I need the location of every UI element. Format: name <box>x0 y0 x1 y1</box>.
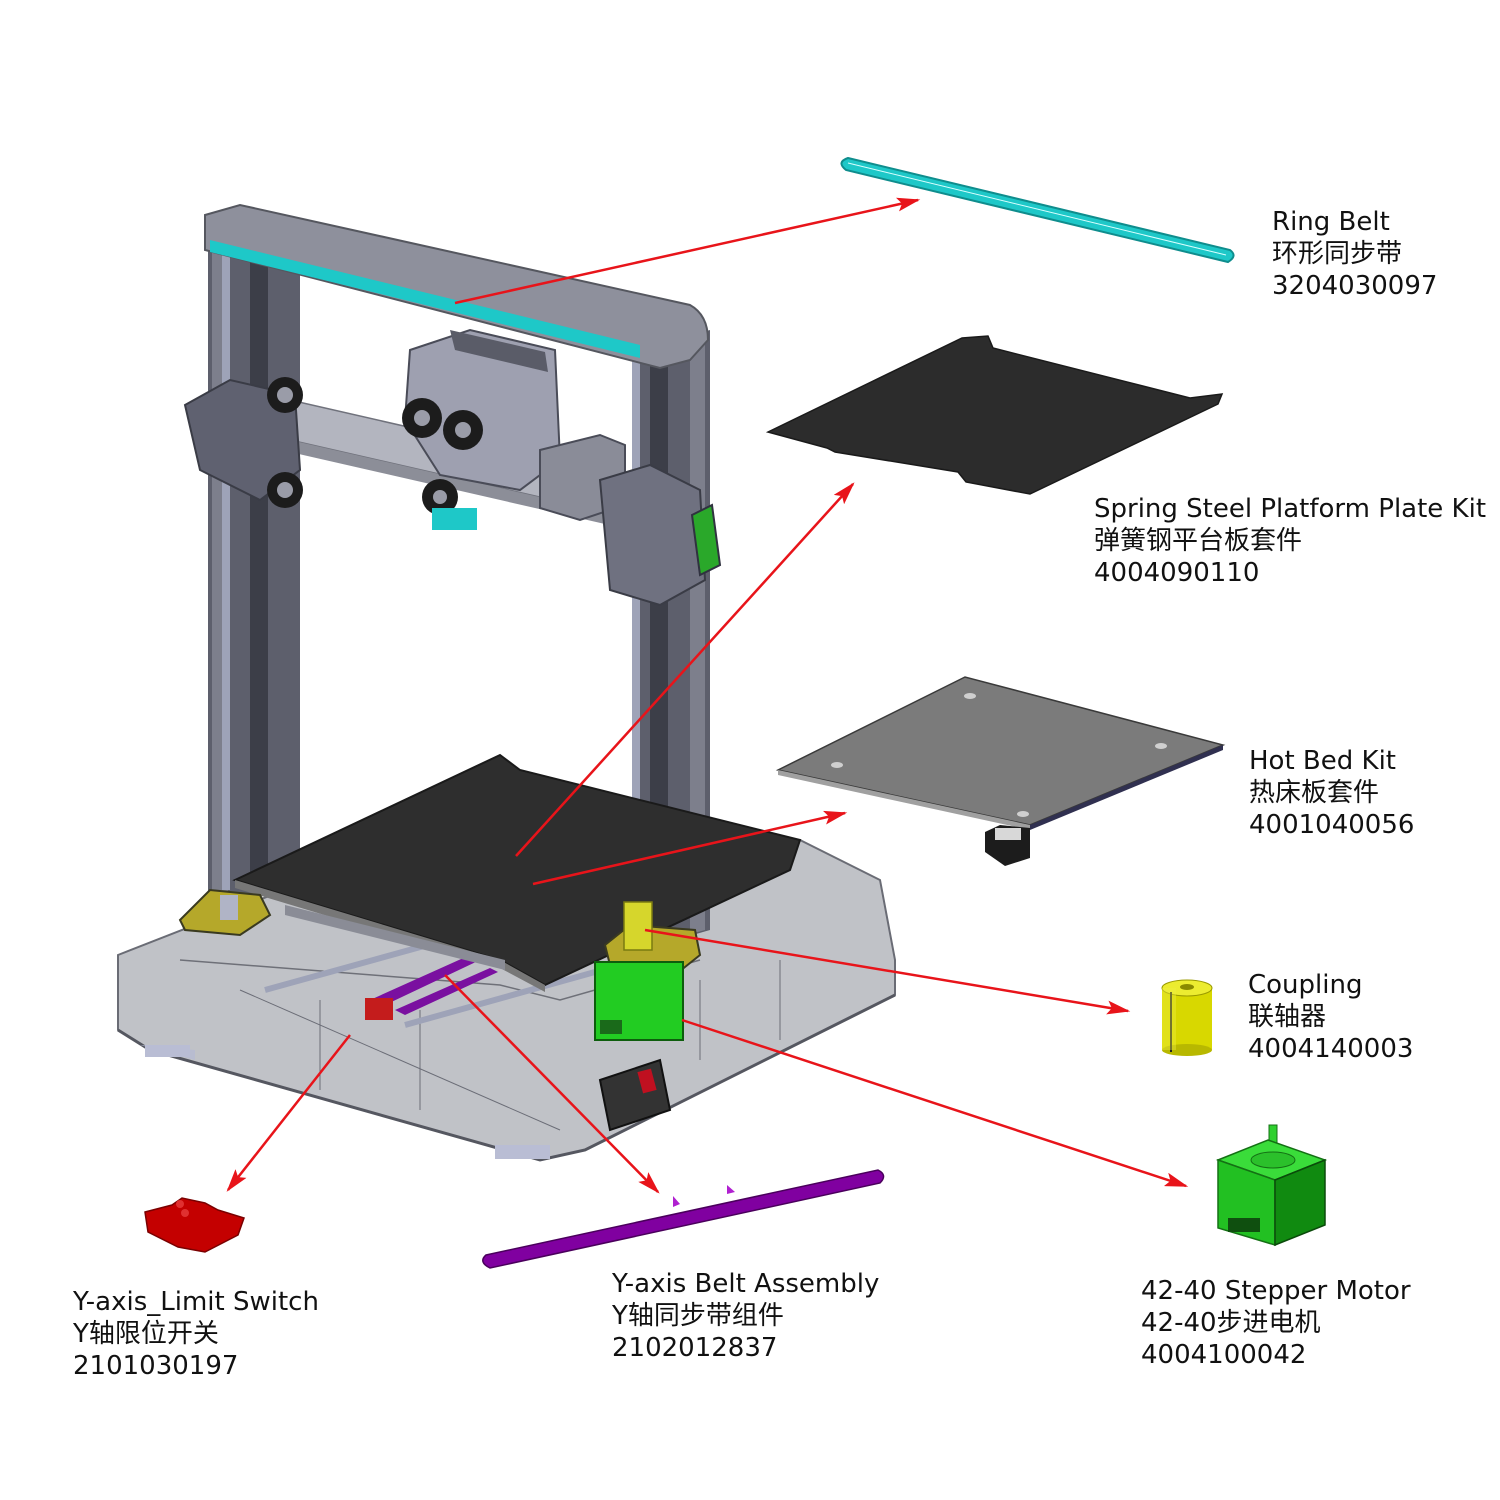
arrow-spring-steel <box>515 482 855 857</box>
part-name-zh: Y轴限位开关 <box>73 1319 219 1349</box>
part-number: 3204030097 <box>1272 271 1438 301</box>
part-number: 4001040056 <box>1249 810 1415 840</box>
printer-assembly <box>117 203 896 1162</box>
part-name-en: Y-axis Belt Assembly <box>612 1269 880 1299</box>
part-name-en: 42-40 Stepper Motor <box>1141 1276 1411 1306</box>
y-belt-part <box>482 1169 885 1269</box>
label-y-belt: Y-axis Belt Assembly Y轴同步带组件 2102012837 <box>612 1268 879 1364</box>
part-name-zh: 联轴器 <box>1248 1002 1327 1032</box>
part-name-en: Hot Bed Kit <box>1249 746 1396 776</box>
part-name-zh: 42-40步进电机 <box>1141 1308 1321 1338</box>
arrow-stepper <box>681 1018 1189 1188</box>
part-name-zh: Y轴同步带组件 <box>612 1301 784 1331</box>
label-spring-steel-plate: Spring Steel Platform Plate Kit 弹簧钢平台板套件… <box>1094 493 1486 589</box>
label-hot-bed: Hot Bed Kit 热床板套件 4001040056 <box>1249 745 1414 841</box>
part-name-zh: 环形同步带 <box>1272 239 1403 269</box>
arrow-limit-switch <box>226 1034 351 1192</box>
label-y-limit-switch: Y-axis_Limit Switch Y轴限位开关 2101030197 <box>73 1286 319 1382</box>
x-gantry <box>183 328 722 607</box>
part-number: 4004140003 <box>1248 1034 1414 1064</box>
ring-belt-part <box>840 156 1235 264</box>
part-number: 4004100042 <box>1141 1340 1307 1370</box>
label-stepper-motor: 42-40 Stepper Motor 42-40步进电机 4004100042 <box>1141 1275 1411 1371</box>
z-motor-mounts <box>178 888 702 1041</box>
coupling-part <box>1161 979 1213 1056</box>
part-name-en: Spring Steel Platform Plate Kit <box>1094 494 1487 524</box>
part-name-en: Coupling <box>1248 970 1363 1000</box>
part-name-en: Ring Belt <box>1272 207 1390 237</box>
power-socket <box>598 1058 672 1132</box>
hot-bed-part <box>775 676 1226 866</box>
arrow-y-belt <box>444 974 660 1194</box>
part-number: 2102012837 <box>612 1333 778 1363</box>
spring-steel-plate-part <box>765 335 1224 495</box>
part-name-zh: 热床板套件 <box>1249 778 1380 808</box>
arrow-ring-belt <box>454 197 921 305</box>
y-limit-switch-part <box>144 1197 245 1253</box>
label-coupling: Coupling 联轴器 4004140003 <box>1248 969 1413 1065</box>
part-name-zh: 弹簧钢平台板套件 <box>1094 526 1303 556</box>
part-name-en: Y-axis_Limit Switch <box>73 1287 319 1317</box>
part-number: 4004090110 <box>1094 558 1260 588</box>
stepper-motor-part <box>1215 1124 1328 1247</box>
arrow-hot-bed <box>532 810 848 886</box>
part-number: 2101030197 <box>73 1351 239 1381</box>
arrow-coupling <box>644 928 1131 1015</box>
label-ring-belt: Ring Belt 环形同步带 3204030097 <box>1272 206 1437 302</box>
leader-arrows <box>226 197 1189 1194</box>
